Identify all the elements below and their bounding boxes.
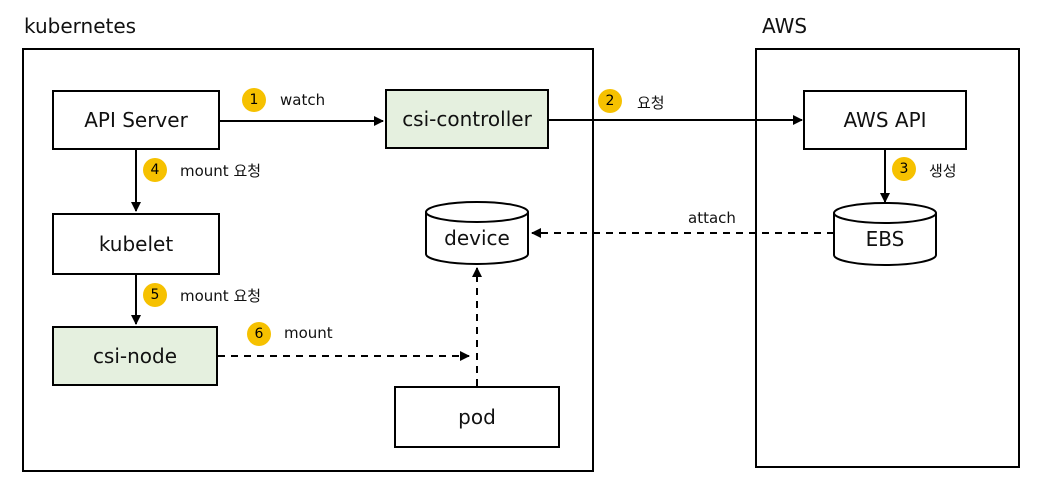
step-5-badge: 5 [143,283,167,307]
step-1-label: watch [280,91,326,109]
step-2-label: 요청 [637,94,665,112]
ebs-label: EBS [865,227,905,251]
step-6-badge: 6 [247,322,271,346]
kubernetes-region-title: kubernetes [24,14,137,38]
step-3-badge: 3 [892,157,916,181]
device-cylinder [425,201,529,265]
aws-region-title: AWS [762,14,808,38]
step-4-badge: 4 [143,158,167,182]
device-label: device [444,226,510,250]
kubelet-box: kubelet [52,213,220,275]
step-4-label: mount 요청 [180,162,262,180]
step-1-badge: 1 [242,88,266,112]
csi-node-box: csi-node [52,326,218,386]
ebs-cylinder [833,202,937,266]
csi-controller-box: csi-controller [385,89,549,149]
aws-api-box: AWS API [803,90,967,150]
aws-region [755,48,1020,468]
step-6-label: mount [284,324,333,342]
step-3-label: 생성 [929,162,957,180]
attach-label: attach [688,209,736,227]
step-2-badge: 2 [598,89,622,113]
kubernetes-region [22,48,594,472]
step-5-label: mount 요청 [180,287,262,305]
pod-box: pod [394,386,560,448]
api-server-box: API Server [52,90,220,150]
